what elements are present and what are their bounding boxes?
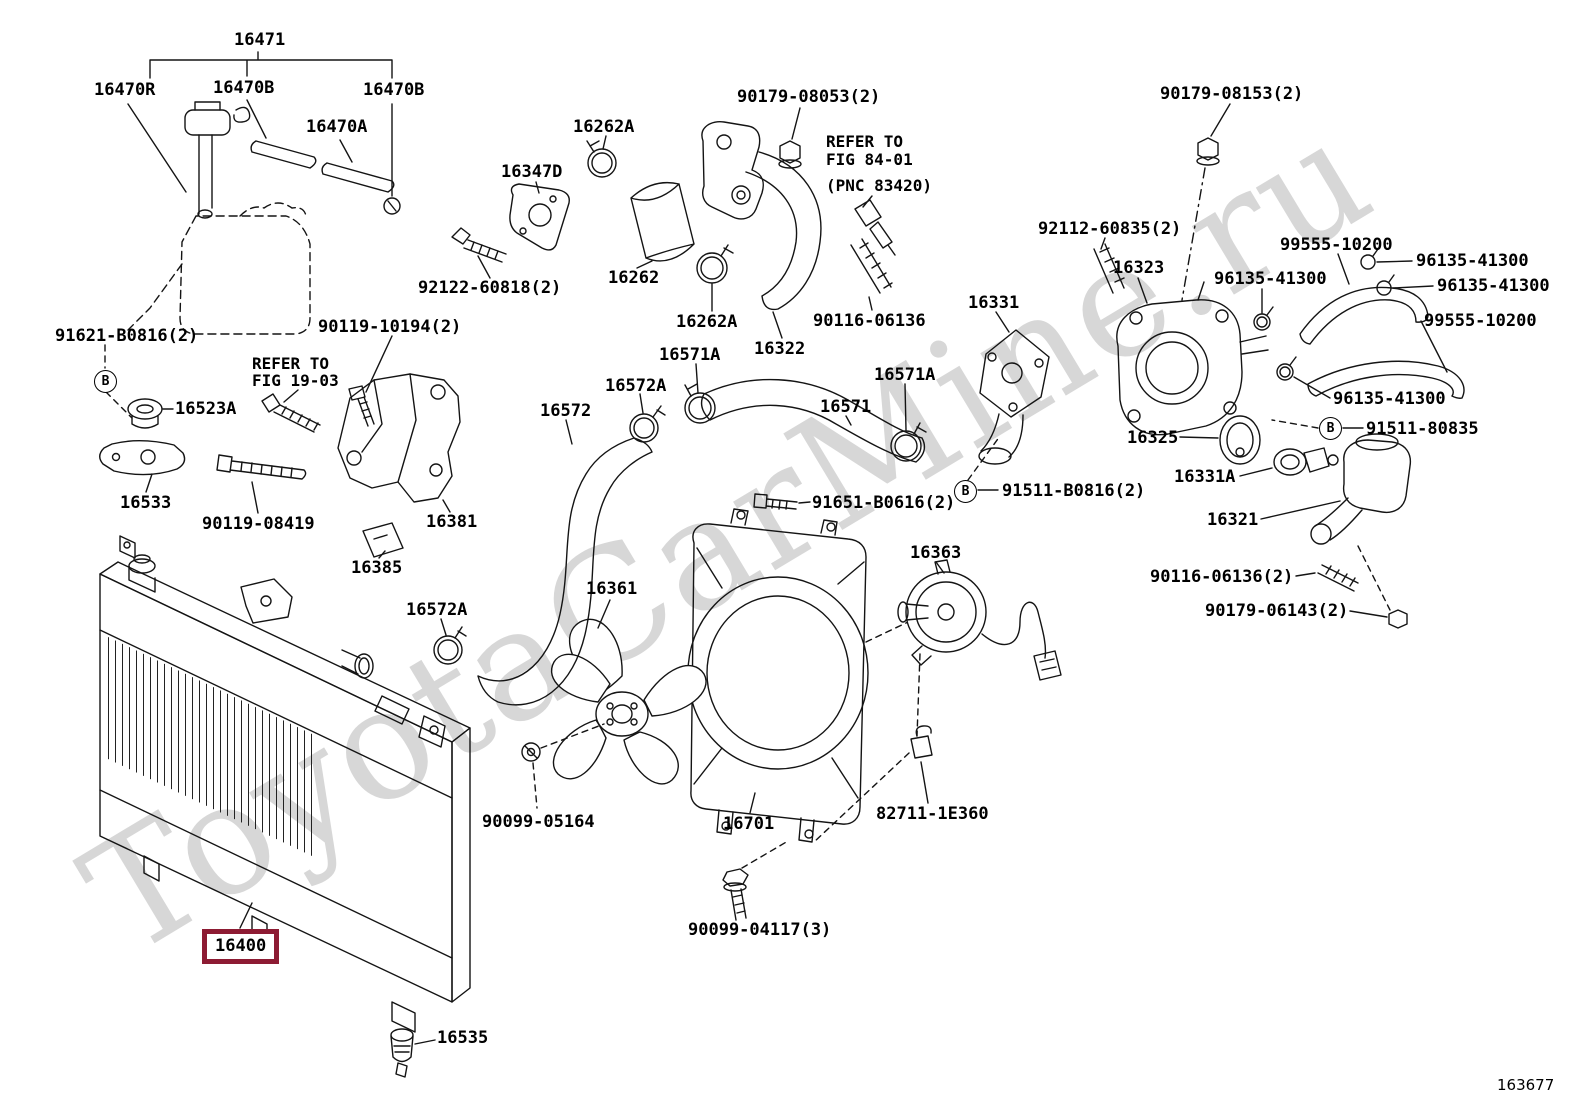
part-label-16262A-1[interactable]: 16262A	[573, 117, 635, 137]
part-label-16572[interactable]: 16572	[540, 401, 592, 421]
part-label-91511-B0816[interactable]: 91511-B0816(2)	[1002, 481, 1146, 501]
part-label-96135-41300-3[interactable]: 96135-41300	[1437, 276, 1550, 296]
part-label-16470B-2[interactable]: 16470B	[363, 80, 425, 100]
part-label-90179-08153[interactable]: 90179-08153(2)	[1160, 84, 1304, 104]
part-label-82711-1E360[interactable]: 82711-1E360	[876, 804, 989, 824]
note-refer-fig-84-01-line1: REFER TO	[826, 132, 904, 151]
part-label-16323[interactable]: 16323	[1113, 258, 1165, 278]
part-label-90119-10194[interactable]: 90119-10194(2)	[318, 317, 462, 337]
highlighted-part-box-16400[interactable]: 16400	[202, 929, 280, 964]
part-label-99555-10200-1[interactable]: 99555-10200	[1280, 235, 1393, 255]
part-label-16381[interactable]: 16381	[426, 512, 478, 532]
figure-number: 163677	[1497, 1076, 1555, 1094]
marker-b-1: B	[94, 370, 117, 393]
part-label-16322[interactable]: 16322	[754, 339, 806, 359]
part-label-16361[interactable]: 16361	[586, 579, 638, 599]
part-label-96135-41300-1[interactable]: 96135-41300	[1214, 269, 1327, 289]
fan-drawing	[550, 599, 707, 785]
part-label-96135-41300-4[interactable]: 96135-41300	[1333, 389, 1446, 409]
part-label-16385[interactable]: 16385	[351, 558, 403, 578]
part-label-16470A[interactable]: 16470A	[306, 117, 368, 137]
note-refer-fig-19-03-line1: REFER TO	[252, 354, 330, 373]
part-label-91651-B0616[interactable]: 91651-B0616(2)	[812, 493, 956, 513]
radiator-drawing	[99, 535, 471, 1078]
part-label-16571A-1[interactable]: 16571A	[659, 345, 721, 365]
part-label-16523A[interactable]: 16523A	[175, 399, 237, 419]
part-label-16535[interactable]: 16535	[437, 1028, 489, 1048]
radiator-cap-lever-drawing	[99, 344, 186, 493]
part-label-16571[interactable]: 16571	[820, 397, 872, 417]
part-label-16400: 16400	[215, 936, 267, 956]
part-label-90116-06136-1[interactable]: 90116-06136	[813, 311, 926, 331]
part-label-91621-B0816[interactable]: 91621-B0816(2)	[55, 326, 199, 346]
part-label-16347D[interactable]: 16347D	[501, 162, 563, 182]
part-label-16262[interactable]: 16262	[608, 268, 660, 288]
part-label-16571A-2[interactable]: 16571A	[874, 365, 936, 385]
thermostat-housing-drawing	[977, 103, 1465, 629]
part-label-16331[interactable]: 16331	[968, 293, 1020, 313]
part-label-90179-06143[interactable]: 90179-06143(2)	[1205, 601, 1349, 621]
part-label-16572A-2[interactable]: 16572A	[406, 600, 468, 620]
part-label-90116-06136-2[interactable]: 90116-06136(2)	[1150, 567, 1294, 587]
marker-b-2: B	[1319, 417, 1342, 440]
bracket-bolts-drawing	[216, 335, 461, 559]
part-label-99555-10200-2[interactable]: 99555-10200	[1424, 311, 1537, 331]
part-label-16471[interactable]: 16471	[234, 30, 286, 50]
water-outlet-drawing	[753, 311, 1050, 510]
part-label-90179-08053[interactable]: 90179-08053(2)	[737, 87, 881, 107]
upper-hose-drawing	[684, 363, 927, 463]
part-label-16331A[interactable]: 16331A	[1174, 467, 1236, 487]
fan-shroud-drawing	[687, 508, 909, 843]
part-label-91511-80835[interactable]: 91511-80835	[1366, 419, 1479, 439]
part-label-90099-04117[interactable]: 90099-04117(3)	[688, 920, 832, 940]
shroud-fastener-drawing	[521, 723, 789, 921]
lower-hose-drawing	[433, 393, 666, 706]
inlet-pipe-drawing	[451, 107, 896, 339]
part-label-16470B-1[interactable]: 16470B	[213, 78, 275, 98]
part-label-96135-41300-2[interactable]: 96135-41300	[1416, 251, 1529, 271]
note-refer-fig-84-01-line3: (PNC 83420)	[826, 176, 932, 195]
part-label-90099-05164[interactable]: 90099-05164	[482, 812, 595, 832]
part-label-92112-60835[interactable]: 92112-60835(2)	[1038, 219, 1182, 239]
part-label-16572A-1[interactable]: 16572A	[605, 376, 667, 396]
part-label-16701[interactable]: 16701	[723, 814, 775, 834]
part-label-16262A-2[interactable]: 16262A	[676, 312, 738, 332]
part-label-16533[interactable]: 16533	[120, 493, 172, 513]
marker-b-3: B	[954, 480, 977, 503]
part-label-16470R[interactable]: 16470R	[94, 80, 156, 100]
fan-motor-drawing	[813, 559, 1062, 843]
part-label-16325[interactable]: 16325	[1127, 428, 1179, 448]
part-label-90119-08419[interactable]: 90119-08419	[202, 514, 315, 534]
note-refer-fig-19-03-line2: FIG 19-03	[252, 371, 339, 390]
part-label-92122-60818[interactable]: 92122-60818(2)	[418, 278, 562, 298]
reservoir-tank-drawing	[127, 51, 401, 335]
part-label-16321[interactable]: 16321	[1207, 510, 1259, 530]
note-refer-fig-84-01-line2: FIG 84-01	[826, 150, 913, 169]
part-label-16363[interactable]: 16363	[910, 543, 962, 563]
